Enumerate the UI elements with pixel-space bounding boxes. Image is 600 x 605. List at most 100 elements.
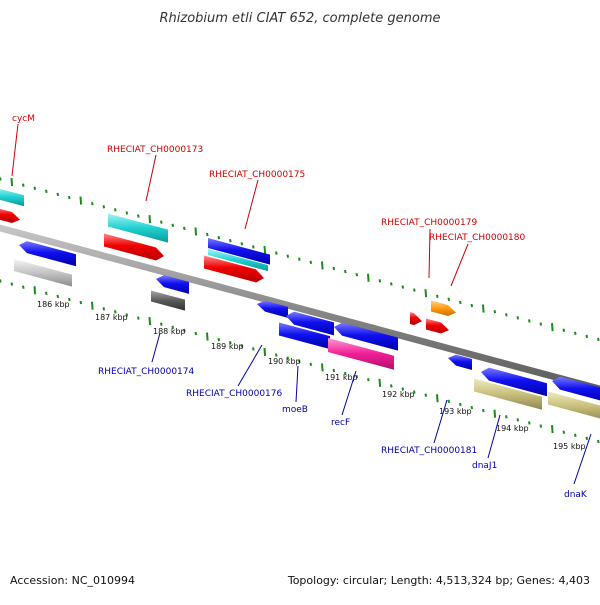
minor-tick [309, 260, 313, 265]
gene-red-180b[interactable] [426, 318, 449, 334]
minor-tick [137, 316, 140, 320]
gene-blue-193[interactable] [448, 354, 472, 370]
minor-tick [217, 235, 221, 240]
gene-moeB[interactable] [286, 311, 334, 336]
minor-tick [194, 331, 198, 336]
leader-RHECIAT-CH0000181 [433, 399, 448, 444]
minor-tick [229, 341, 232, 345]
minor-tick [252, 245, 255, 249]
major-tick [194, 227, 198, 236]
kbp-label: 194 kbp [496, 424, 529, 433]
minor-tick [470, 405, 474, 410]
leader-dnaK [573, 433, 592, 485]
leader-RHECIAT-CH0000175 [244, 179, 259, 230]
major-tick [551, 425, 554, 434]
minor-tick [240, 242, 244, 246]
minor-tick [516, 418, 520, 422]
gene-dark-174[interactable] [151, 290, 185, 311]
gene-lane2-partial[interactable] [0, 208, 20, 224]
gene-label-dnaK[interactable]: dnaK [564, 490, 588, 500]
leader-cycM [11, 123, 19, 177]
gene-label-RHECIAT-CH0000175[interactable]: RHECIAT_CH0000175 [209, 170, 305, 180]
gene-recF[interactable] [334, 322, 398, 351]
kbp-label: 187 kbp [95, 313, 128, 322]
minor-tick [539, 322, 543, 326]
gene-RHECIAT-CH0000180[interactable] [431, 300, 456, 317]
minor-tick [10, 282, 14, 286]
minor-tick [309, 362, 313, 367]
gene-blue-189a[interactable] [257, 300, 288, 318]
minor-tick [252, 347, 255, 351]
gene-blue-195[interactable] [552, 376, 600, 403]
minor-tick [275, 251, 278, 255]
kbp-label: 189 kbp [211, 342, 244, 351]
minor-tick [585, 334, 589, 339]
accession-text: Accession: NC_010994 [10, 574, 136, 587]
minor-tick [378, 279, 382, 283]
gene-dnaJ1[interactable] [481, 367, 547, 397]
major-tick [206, 332, 209, 341]
gene-RHECIAT-CH0000176[interactable] [279, 322, 330, 350]
minor-tick [22, 183, 25, 187]
minor-tick [597, 337, 600, 342]
gene-RHECIAT-CH0000179[interactable] [410, 312, 422, 326]
gene-RHECIAT-CH0000175[interactable] [208, 238, 270, 265]
minor-tick [344, 269, 347, 274]
minor-tick [0, 177, 2, 181]
gene-label-RHECIAT-CH0000176[interactable]: RHECIAT_CH0000176 [186, 389, 283, 399]
gene-label-moeB[interactable]: moeB [282, 405, 308, 415]
gene-cycM-lane1[interactable] [0, 188, 24, 207]
gene-red-173b[interactable] [104, 233, 164, 261]
major-tick [551, 323, 554, 332]
tick-tracks [0, 177, 600, 444]
minor-tick [482, 408, 485, 413]
gene-RHECIAT-CH0000174[interactable] [156, 275, 189, 294]
gene-label-recF[interactable]: recF [331, 418, 350, 428]
gene-label-dnaJ1[interactable]: dnaJ1 [472, 461, 497, 471]
gene-label-cycM[interactable]: cycM [12, 114, 35, 124]
minor-tick [413, 390, 416, 394]
major-tick [321, 261, 324, 270]
minor-tick [459, 300, 462, 305]
kbp-label: 186 kbp [37, 300, 70, 309]
minor-tick [562, 430, 566, 434]
gene-RHECIAT-CH0000173[interactable] [108, 213, 168, 243]
leader-moeB [295, 365, 299, 403]
minor-tick [344, 371, 347, 376]
minor-tick [68, 297, 71, 302]
gene-dnaK[interactable] [548, 391, 600, 422]
minor-tick [493, 309, 497, 314]
minor-tick [459, 402, 462, 407]
minor-tick [102, 205, 106, 209]
gene-label-RHECIAT-CH0000173[interactable]: RHECIAT_CH0000173 [107, 145, 203, 155]
gene-blue-186[interactable] [19, 241, 76, 267]
gene-label-RHECIAT-CH0000181[interactable]: RHECIAT_CH0000181 [381, 446, 477, 456]
major-tick [10, 178, 14, 187]
minor-tick [413, 288, 416, 292]
minor-tick [160, 220, 163, 224]
minor-tick [33, 186, 37, 190]
major-tick [91, 301, 94, 310]
major-tick [482, 304, 485, 313]
forward-gene-labels: cycM RHECIAT_CH0000173 RHECIAT_CH0000175… [12, 114, 526, 243]
minor-tick [390, 282, 393, 286]
gene-label-RHECIAT-CH0000180[interactable]: RHECIAT_CH0000180 [429, 233, 526, 243]
major-tick [493, 409, 497, 418]
major-tick [263, 245, 267, 255]
gene-label-RHECIAT-CH0000174[interactable]: RHECIAT_CH0000174 [98, 367, 195, 377]
gene-magenta[interactable] [328, 338, 394, 370]
gene-red-175c[interactable] [204, 255, 264, 283]
minor-tick [286, 356, 290, 360]
minor-tick [401, 387, 405, 391]
gene-cyan-175b[interactable] [208, 249, 268, 272]
minor-tick [562, 328, 566, 332]
gene-khaki-194[interactable] [474, 378, 542, 410]
minor-tick [56, 192, 60, 197]
minor-tick [125, 211, 129, 215]
minor-tick [45, 291, 48, 296]
minor-tick [574, 433, 577, 437]
label-leaders [11, 123, 592, 485]
gene-silver-186[interactable] [14, 259, 72, 287]
gene-label-RHECIAT-CH0000179[interactable]: RHECIAT_CH0000179 [381, 218, 478, 228]
